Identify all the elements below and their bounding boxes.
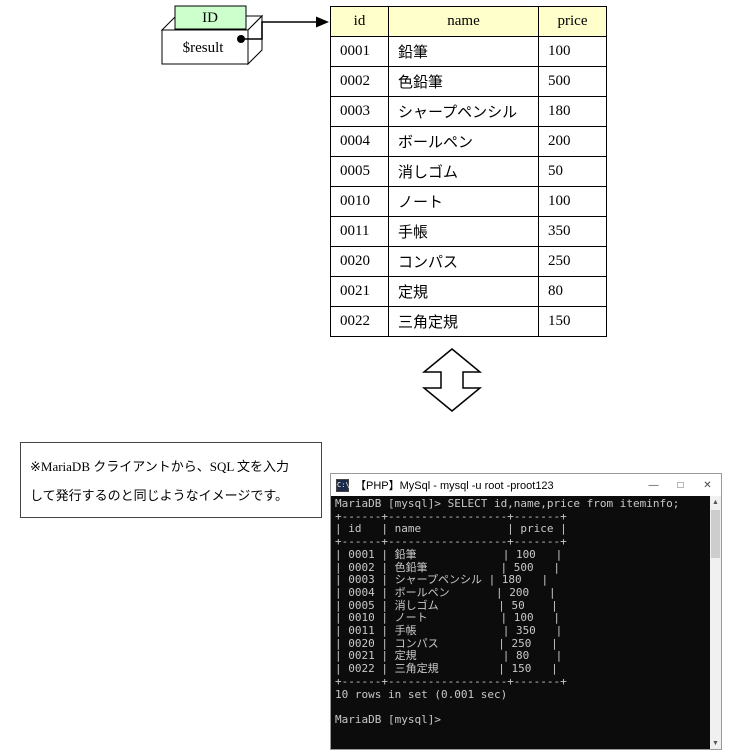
terminal-scrollbar[interactable]: ▲ ▼ (710, 496, 721, 749)
table-cell: 0011 (330, 216, 389, 247)
window-controls: — □ ✕ (640, 474, 721, 496)
table-cell: ボールペン (388, 126, 539, 157)
updown-arrow-path (421, 348, 483, 412)
console-icon[interactable]: C:\ (336, 478, 350, 492)
table-cell: 定規 (388, 276, 539, 307)
table-cell: 0005 (330, 156, 389, 187)
table-cell: 250 (538, 246, 607, 277)
minimize-button[interactable]: — (648, 479, 659, 491)
table-cell: 100 (538, 186, 607, 217)
table-cell: 100 (538, 36, 607, 67)
scroll-up-button[interactable]: ▲ (712, 498, 719, 506)
column-header: id (330, 6, 389, 37)
table-cell: 0010 (330, 186, 389, 217)
table-cell: ノート (388, 186, 539, 217)
result-set-diagram: ID $result (160, 5, 329, 66)
terminal-output[interactable]: MariaDB [mysql]> SELECT id,name,price fr… (335, 497, 680, 726)
table-cell: シャープペンシル (388, 96, 539, 127)
result-box-front (161, 29, 249, 65)
terminal-console[interactable]: MariaDB [mysql]> SELECT id,name,price fr… (331, 496, 721, 749)
table-cell: 0021 (330, 276, 389, 307)
cursor-id-label: ID (202, 10, 218, 26)
note-line-1: ※MariaDB クライアントから、SQL 文を入力 (30, 459, 290, 474)
note-box: ※MariaDB クライアントから、SQL 文を入力 して発行するのと同じような… (20, 442, 322, 518)
cursor-id-tab (174, 5, 247, 30)
table-cell: 0020 (330, 246, 389, 277)
fetch-arrow-line (241, 21, 316, 40)
table-cell: 0001 (330, 36, 389, 67)
table-cell: 色鉛筆 (388, 66, 539, 97)
terminal-title: 【PHP】MySql - mysql -u root -proot123 (355, 480, 554, 492)
table-cell: 200 (538, 126, 607, 157)
table-cell: 三角定規 (388, 306, 539, 337)
table-cell: 0004 (330, 126, 389, 157)
column-header: price (538, 6, 607, 37)
table-cell: 180 (538, 96, 607, 127)
updown-arrow-shape (421, 348, 483, 412)
result-variable-label: $result (183, 40, 225, 56)
terminal-titlebar: C:\ 【PHP】MySql - mysql -u root -proot123… (331, 474, 721, 496)
terminal-window: C:\ 【PHP】MySql - mysql -u root -proot123… (330, 473, 722, 750)
table-cell: 150 (538, 306, 607, 337)
table-cell: 500 (538, 66, 607, 97)
scroll-down-button[interactable]: ▼ (712, 739, 719, 747)
note-line-2: して発行するのと同じようなイメージです。 (30, 488, 289, 503)
maximize-button[interactable]: □ (677, 479, 684, 491)
close-button[interactable]: ✕ (703, 479, 712, 491)
column-header: name (388, 6, 539, 37)
table-cell: 消しゴム (388, 156, 539, 187)
table-cell: 350 (538, 216, 607, 247)
table-cell: 0003 (330, 96, 389, 127)
table-cell: 0002 (330, 66, 389, 97)
fetch-arrow-head (316, 16, 329, 28)
table-cell: 80 (538, 276, 607, 307)
table-cell: 手帳 (388, 216, 539, 247)
scrollbar-thumb[interactable] (711, 510, 720, 558)
table-cell: コンパス (388, 246, 539, 277)
table-cell: 50 (538, 156, 607, 187)
table-cell: 鉛筆 (388, 36, 539, 67)
table-cell: 0022 (330, 306, 389, 337)
